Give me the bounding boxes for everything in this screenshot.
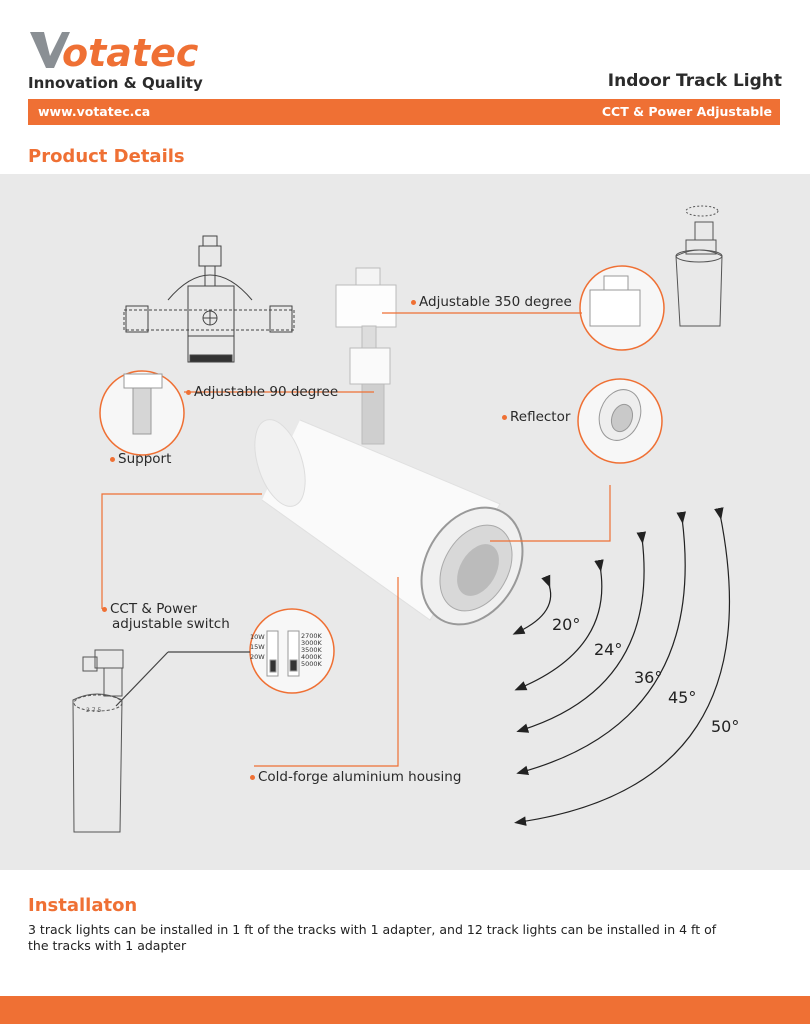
track-light-body <box>254 419 524 626</box>
beam-angle-45: 45° <box>668 688 697 707</box>
header-bar: www.votatec.ca CCT & Power Adjustable <box>28 99 780 125</box>
installation-text: 3 track lights can be installed in 1 ft … <box>28 922 717 953</box>
reflector-label: Reflector <box>502 409 570 425</box>
adapter-line-drawing <box>123 235 295 363</box>
tilt-label: Adjustable 90 degree <box>186 384 338 400</box>
installation-heading: Installaton <box>28 895 138 916</box>
beam-angle-24: 24° <box>594 640 623 659</box>
support-label: Support <box>110 451 171 467</box>
website-link[interactable]: www.votatec.ca <box>38 104 151 119</box>
rotation-label: Adjustable 350 degree <box>411 294 572 310</box>
product-diagram: 2 7 5 <box>72 205 731 833</box>
svg-text:otatec: otatec <box>62 31 199 74</box>
leader-lines <box>101 312 611 767</box>
svg-text:2 7 5: 2 7 5 <box>86 707 101 714</box>
beam-angle-36: 36° <box>634 668 663 687</box>
product-title: Indoor Track Light <box>607 71 782 91</box>
switch-cct-options: 2700K 3000K 3500K 4000K 5000K <box>301 632 322 668</box>
product-subtitle: CCT & Power Adjustable <box>601 104 772 119</box>
footer-bar <box>0 996 810 1024</box>
votatec-logo: otatec <box>30 31 199 74</box>
adapter-product <box>335 267 397 445</box>
beam-angle-arcs <box>512 507 731 826</box>
cylinder-line-drawing <box>675 205 723 327</box>
product-details-heading: Product Details <box>28 146 185 167</box>
installed-line-drawing: 2 7 5 <box>72 649 124 833</box>
housing-label: Cold-forge aluminium housing <box>250 769 461 785</box>
switch-power-options: 10W 15W 20W <box>250 633 265 661</box>
beam-angle-50: 50° <box>711 717 740 736</box>
brand-tagline: Innovation & Quality <box>28 74 203 92</box>
product-diagram-panel: 2 7 5 Adjustable 350 degree Adjustable 9… <box>0 174 810 870</box>
beam-angle-20: 20° <box>552 615 581 634</box>
callout-contents <box>123 275 642 677</box>
